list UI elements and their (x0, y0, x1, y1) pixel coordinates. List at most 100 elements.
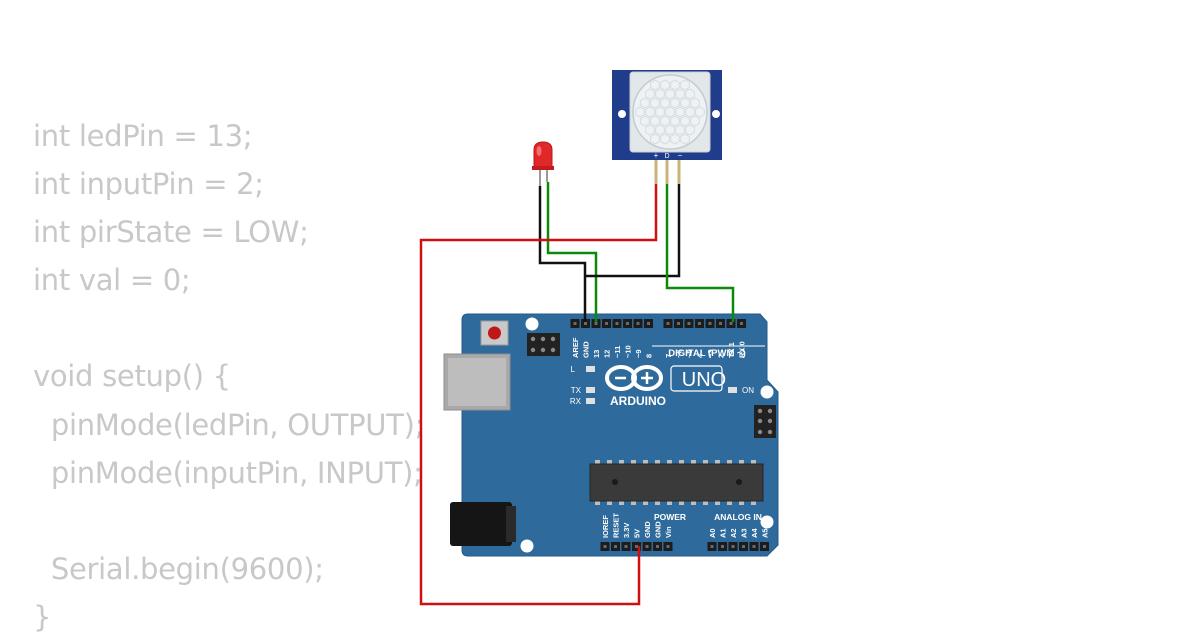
wire-pir-gnd[interactable] (585, 184, 681, 278)
model-label: UNO (682, 369, 726, 391)
lens-cell (650, 133, 660, 145)
lens-cell (665, 106, 675, 118)
chip-pin (595, 460, 600, 465)
lens-cell (675, 106, 685, 118)
pin-socket (742, 545, 745, 548)
pin-socket (710, 545, 714, 548)
lens-cell (665, 124, 675, 136)
chip-pin (643, 500, 648, 505)
chip-pin (691, 460, 696, 465)
reset-button[interactable] (480, 320, 509, 346)
chip-pin (619, 500, 624, 505)
wires[interactable] (419, 182, 735, 606)
wire-pir-5v[interactable] (419, 184, 658, 606)
lens-cell (650, 79, 660, 91)
chip-pin (655, 500, 660, 505)
chip-pin (739, 460, 744, 465)
pin-label: ~3 (706, 349, 715, 358)
lens-cell (680, 97, 690, 109)
pir-motion-sensor[interactable]: + D − (612, 70, 722, 184)
power-pin-header[interactable] (600, 542, 673, 551)
pin-label: GND (582, 341, 591, 358)
analog-label: ANALOG IN (714, 512, 762, 522)
pin-label: 12 (603, 350, 612, 358)
chip-pin (655, 460, 660, 465)
lens-cell (660, 115, 670, 127)
wire-led-pin13[interactable] (546, 182, 598, 322)
lens-cell (685, 106, 695, 118)
pin-label: 5V (633, 529, 642, 538)
lens-cell (645, 106, 655, 118)
lens-cell (645, 88, 655, 100)
pin-socket (603, 545, 607, 548)
pin-socket (666, 322, 670, 325)
lens-cell (680, 115, 690, 127)
lens-cell (660, 133, 670, 145)
fresnel-lens-icon (632, 74, 708, 150)
pin-label: A0 (708, 528, 717, 538)
digital-pin-header[interactable] (570, 319, 747, 328)
lens-cell (670, 97, 680, 109)
chip-pin (727, 460, 732, 465)
pin-socket (721, 545, 724, 548)
red-led[interactable] (532, 141, 554, 186)
mounting-hole (525, 317, 539, 331)
sensor-hole (712, 110, 720, 118)
pin-socket (605, 322, 608, 325)
chip-pin (739, 500, 744, 505)
pin-socket (719, 322, 722, 325)
tx-label: TX (571, 386, 582, 395)
pin-socket (656, 545, 659, 548)
lens-cell (650, 115, 660, 127)
lens-cell (650, 97, 660, 109)
chip-pin (667, 500, 672, 505)
pin-socket (615, 322, 619, 325)
lens-cell (670, 79, 680, 91)
pin-label: A5 (761, 528, 770, 538)
pin-socket (698, 322, 701, 325)
lens-cell (690, 97, 700, 109)
pin-label: Vin (664, 526, 673, 538)
pin-label: A3 (740, 528, 749, 538)
code-line: int val = 0; (33, 263, 191, 298)
power-jack (450, 502, 516, 546)
code-line: Serial.begin(9600); (33, 551, 324, 586)
wire-led-gnd[interactable] (538, 186, 587, 322)
pin-label: 4 (696, 353, 705, 358)
chip-pin (703, 460, 708, 465)
lens-cell (685, 124, 695, 136)
on-label: ON (742, 386, 754, 395)
lens-cell (670, 133, 680, 145)
analog-pin-header[interactable] (707, 542, 770, 551)
pin-label: RX 0 (738, 341, 747, 358)
code-line: pinMode(inputPin, INPUT); (33, 455, 423, 490)
lens-cell (660, 97, 670, 109)
lens-cell (655, 88, 665, 100)
lens-cell (670, 115, 680, 127)
code-editor[interactable]: int ledPin = 13;int inputPin = 2;int pir… (33, 112, 424, 641)
lens-cell (680, 133, 690, 145)
chip-pin (679, 460, 684, 465)
chip-pin (691, 500, 696, 505)
pin-label: 2 (717, 354, 726, 358)
mounting-hole (760, 385, 774, 399)
pin-label: IOREF (601, 515, 610, 538)
code-line: void setup() { (33, 359, 231, 394)
lens-cell (655, 106, 665, 118)
pir-pin-label: − (678, 151, 683, 160)
lens-cell (680, 79, 690, 91)
pir-pin-label: + (654, 151, 659, 160)
pin-label: ~6 (675, 349, 684, 358)
code-line: int ledPin = 13; (33, 119, 253, 153)
wire-pir-signal[interactable] (665, 184, 735, 322)
chip-pin (631, 500, 636, 505)
lens-cell (640, 97, 650, 109)
lens-cell (695, 106, 705, 118)
pin-label: ~9 (634, 349, 643, 358)
chip-pin (751, 500, 756, 505)
pin-label: ~5 (685, 349, 694, 358)
brand-label: ARDUINO (610, 394, 666, 408)
